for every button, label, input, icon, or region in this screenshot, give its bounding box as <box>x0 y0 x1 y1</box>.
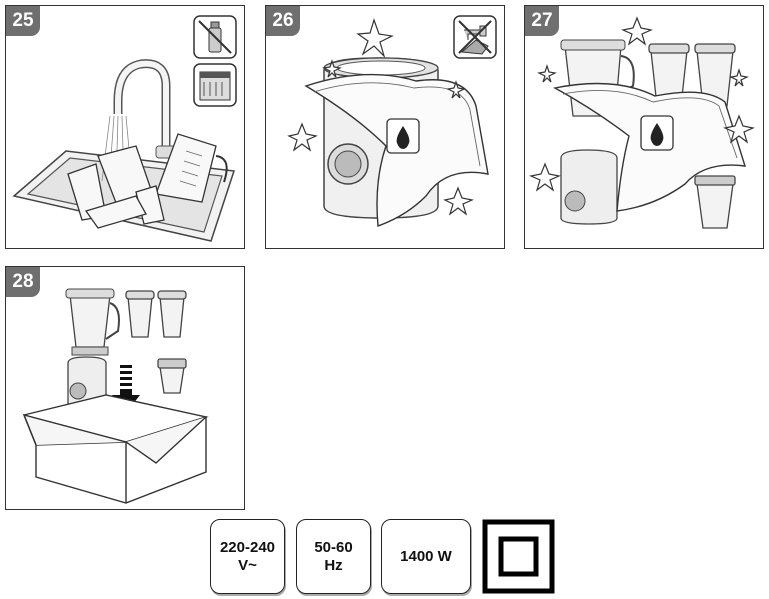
dishwasher-icon <box>193 63 237 107</box>
wipe-motor-base-illustration <box>287 15 497 227</box>
step-26-panel: 26 <box>265 5 505 249</box>
frequency-unit: Hz <box>324 556 343 574</box>
pack-in-box-illustration <box>22 288 209 504</box>
frequency-range: 50-60 <box>314 538 353 556</box>
no-water-tap-icon <box>453 15 497 59</box>
power-value: 1400 W <box>400 547 452 565</box>
voltage-range: 220-240 <box>219 538 276 556</box>
step-28-panel: 28 <box>5 266 245 510</box>
step-25-panel: 25 <box>5 5 245 249</box>
step-27-panel: 27 <box>524 5 764 249</box>
voltage-rating-label: 220-240 V~ <box>210 519 285 594</box>
step-number: 25 <box>6 6 40 36</box>
step-number: 26 <box>266 6 300 36</box>
step-number: 27 <box>525 6 559 36</box>
power-rating-label: 1400 W <box>381 519 471 594</box>
wipe-accessories-illustration <box>529 16 755 229</box>
voltage-unit: V~ <box>238 556 257 574</box>
frequency-rating-label: 50-60 Hz <box>296 519 371 594</box>
double-insulation-class-ii-icon <box>482 519 555 594</box>
step-number: 28 <box>6 267 40 297</box>
no-detergent-spray-icon <box>193 15 237 59</box>
sink-washing-illustration <box>12 15 237 242</box>
